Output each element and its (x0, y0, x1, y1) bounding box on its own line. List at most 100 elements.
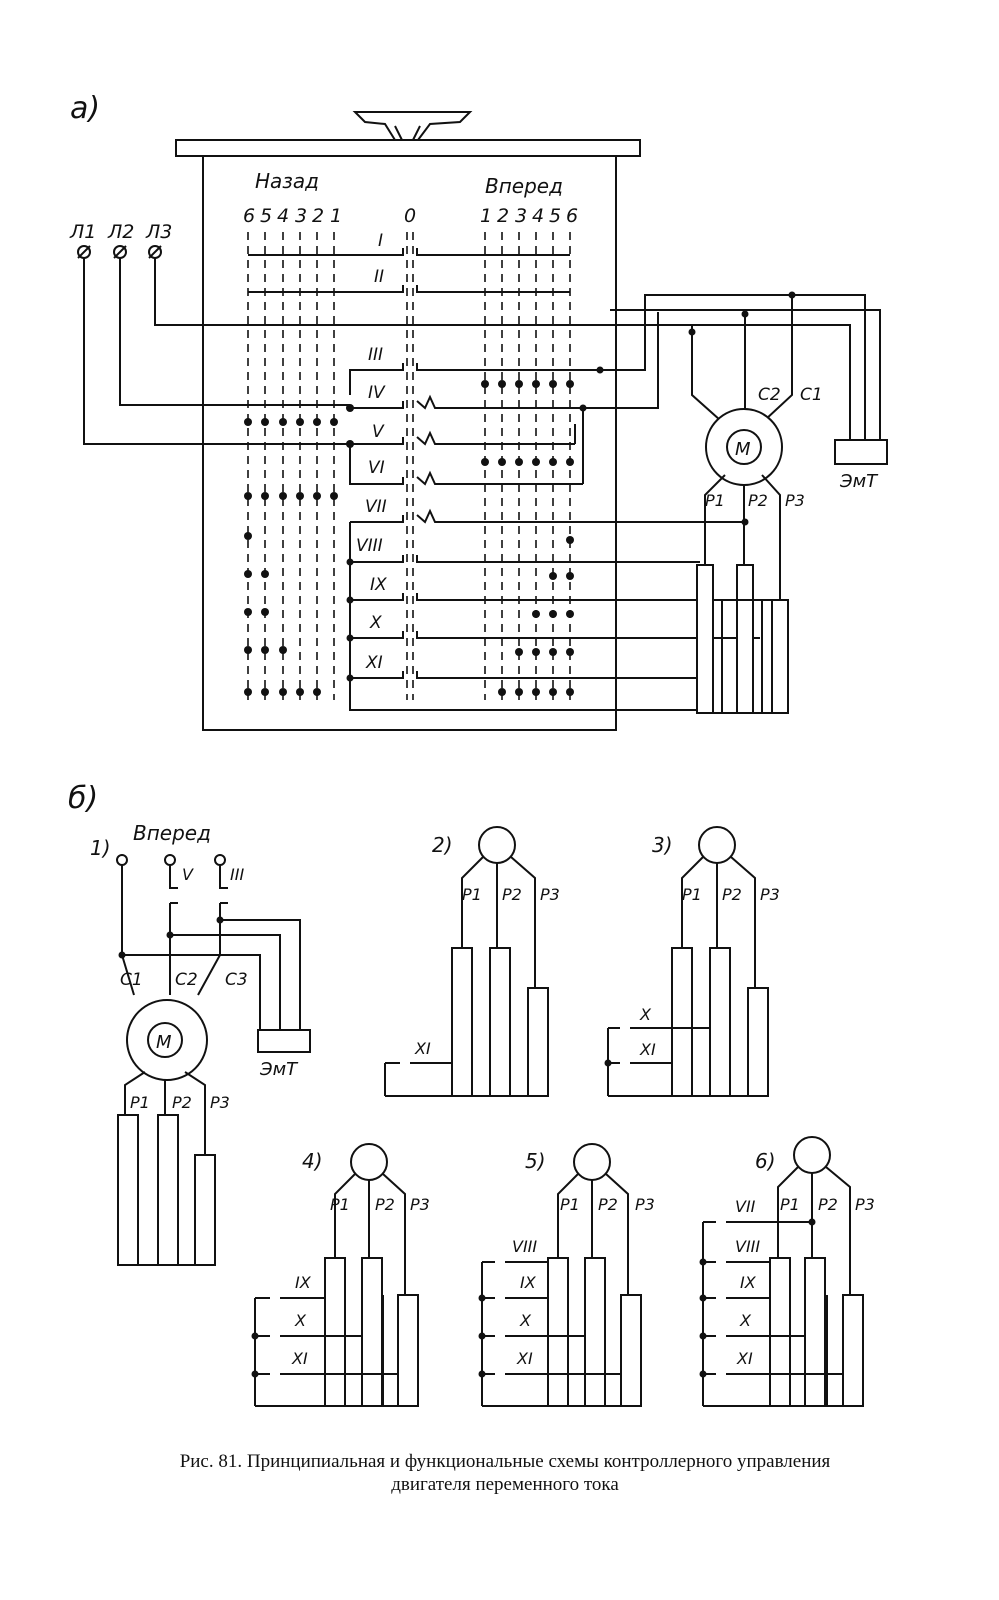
rotor-label: Р3 (410, 1195, 430, 1214)
rotor-label: Р1 (130, 1093, 150, 1112)
diagram-3: 3) Р1 Р2 Р3 X XI (604, 826, 780, 1097)
contact-label: XI (414, 1039, 431, 1058)
line-label: Л1 (69, 221, 96, 243)
contact-label: VII (735, 1197, 756, 1216)
circuit-diagram: а) Назад Вперед 6 5 4 3 2 1 0 1 2 3 4 5 … (68, 91, 888, 1407)
rotor-label: Р3 (540, 885, 560, 904)
position-number: 5 (549, 205, 561, 227)
position-number: 4 (532, 205, 544, 227)
row-label: I (378, 231, 383, 251)
rotor-resistor-icon (547, 1257, 642, 1407)
contact-label: VIII (735, 1237, 760, 1256)
rotor-resistor-icon (696, 564, 789, 714)
line-label: Л2 (107, 221, 134, 243)
diagram-title: Вперед (133, 821, 211, 845)
row-label: VII (365, 497, 387, 517)
rotor-label: Р3 (785, 491, 805, 510)
diagram-6: 6) Р1 Р2 Р3 VII VIII IX X XI (699, 1136, 875, 1407)
supply-wires (83, 258, 690, 445)
brake-icon (834, 439, 888, 465)
line-labels: Л1 Л2 Л3 (69, 221, 172, 243)
position-number: 2 (312, 205, 324, 227)
rotor-label: Р3 (760, 885, 780, 904)
motor-inner-icon (147, 1022, 183, 1058)
forward-position-numbers: 1 2 3 4 5 6 (480, 205, 578, 227)
contact-label: XI (736, 1349, 753, 1368)
diagram-number: 6) (755, 1149, 776, 1173)
row-label: XI (365, 653, 383, 673)
caption-line-2: двигателя переменного тока (391, 1474, 619, 1495)
contact-label: VIII (512, 1237, 537, 1256)
part-a-label: а) (70, 91, 100, 126)
motor-icon (705, 408, 783, 486)
row-labels: I II III IV V VI VII VIII IX X XI (356, 231, 387, 673)
diagram-2: 2) Р1 Р2 Р3 XI (384, 826, 560, 1097)
contact-label: X (739, 1311, 752, 1330)
stator-label: С2 (175, 970, 198, 990)
rotor-label: Р3 (635, 1195, 655, 1214)
rotor-resistor-icon (117, 1114, 216, 1266)
motor-icon (350, 1143, 388, 1181)
contact-label: XI (291, 1349, 308, 1368)
rotor-label: Р1 (560, 1195, 580, 1214)
rotor-label: Р1 (780, 1195, 800, 1214)
stator-label: С3 (225, 970, 248, 990)
row-label: IV (368, 383, 386, 403)
contact-label: X (639, 1005, 652, 1024)
backward-label: Назад (255, 169, 319, 193)
position-number: 4 (277, 205, 289, 227)
controller-top-plate (175, 139, 641, 157)
contact-label: X (294, 1311, 307, 1330)
contact-label: XI (516, 1349, 533, 1368)
contact-label: IX (520, 1273, 537, 1292)
contact-dots (244, 366, 604, 696)
rotor-label: Р1 (330, 1195, 350, 1214)
rotor-resistor-icon (769, 1257, 864, 1407)
line-label: Л3 (145, 221, 172, 243)
rotor-label: Р2 (172, 1093, 192, 1112)
diagram-4: 4) Р1 Р2 Р3 IX X XI (251, 1143, 430, 1407)
contact-label: XI (639, 1040, 656, 1059)
row-label: IX (370, 575, 387, 595)
diagram-1: 1) Вперед V III С1 С2 С3 М ЭмТ Р1 Р2 Р3 (90, 821, 311, 1266)
zero-position: 0 (404, 205, 416, 227)
diagram-number: 1) (90, 836, 111, 860)
brake-label: ЭмТ (259, 1059, 299, 1080)
position-dashed-lines (247, 232, 571, 700)
contact-label: V (182, 865, 194, 884)
controller-handle-icon (352, 111, 473, 141)
figure-caption: Рис. 81. Принципиальная и функциональные… (40, 1450, 970, 1496)
rotor-leads (704, 474, 781, 600)
diagram-5: 5) Р1 Р2 Р3 VIII IX X XI (478, 1143, 655, 1407)
row-label: V (372, 422, 385, 442)
contact-label: X (519, 1311, 532, 1330)
stator-label: С1 (800, 385, 823, 405)
stator-label: С1 (120, 970, 143, 990)
brake-label: ЭмТ (839, 471, 879, 492)
brake-icon (257, 1029, 311, 1053)
rotor-label: Р1 (462, 885, 482, 904)
rotor-label: Р1 (705, 491, 725, 510)
rotor-label: Р2 (375, 1195, 395, 1214)
position-number: 3 (295, 205, 307, 227)
motor-icon (698, 826, 736, 864)
contact-label: IX (295, 1273, 312, 1292)
terminal-icon (116, 854, 226, 866)
motor-icon (573, 1143, 611, 1181)
backward-position-numbers: 6 5 4 3 2 1 (243, 205, 342, 227)
contact-rows (248, 248, 760, 711)
motor-label: М (735, 439, 751, 460)
motor-icon (478, 826, 516, 864)
rotor-label: Р2 (598, 1195, 618, 1214)
row-label: II (374, 267, 384, 287)
position-number: 5 (260, 205, 272, 227)
contact-label: IX (740, 1273, 757, 1292)
rotor-label: Р3 (855, 1195, 875, 1214)
row-label: VI (368, 458, 385, 478)
rotor-label: Р2 (502, 885, 522, 904)
motor-icon (793, 1136, 831, 1174)
part-b-label: б) (68, 781, 98, 816)
rotor-label: Р2 (818, 1195, 838, 1214)
position-number: 1 (480, 205, 492, 227)
caption-line-1: Рис. 81. Принципиальная и функциональные… (179, 1451, 831, 1472)
